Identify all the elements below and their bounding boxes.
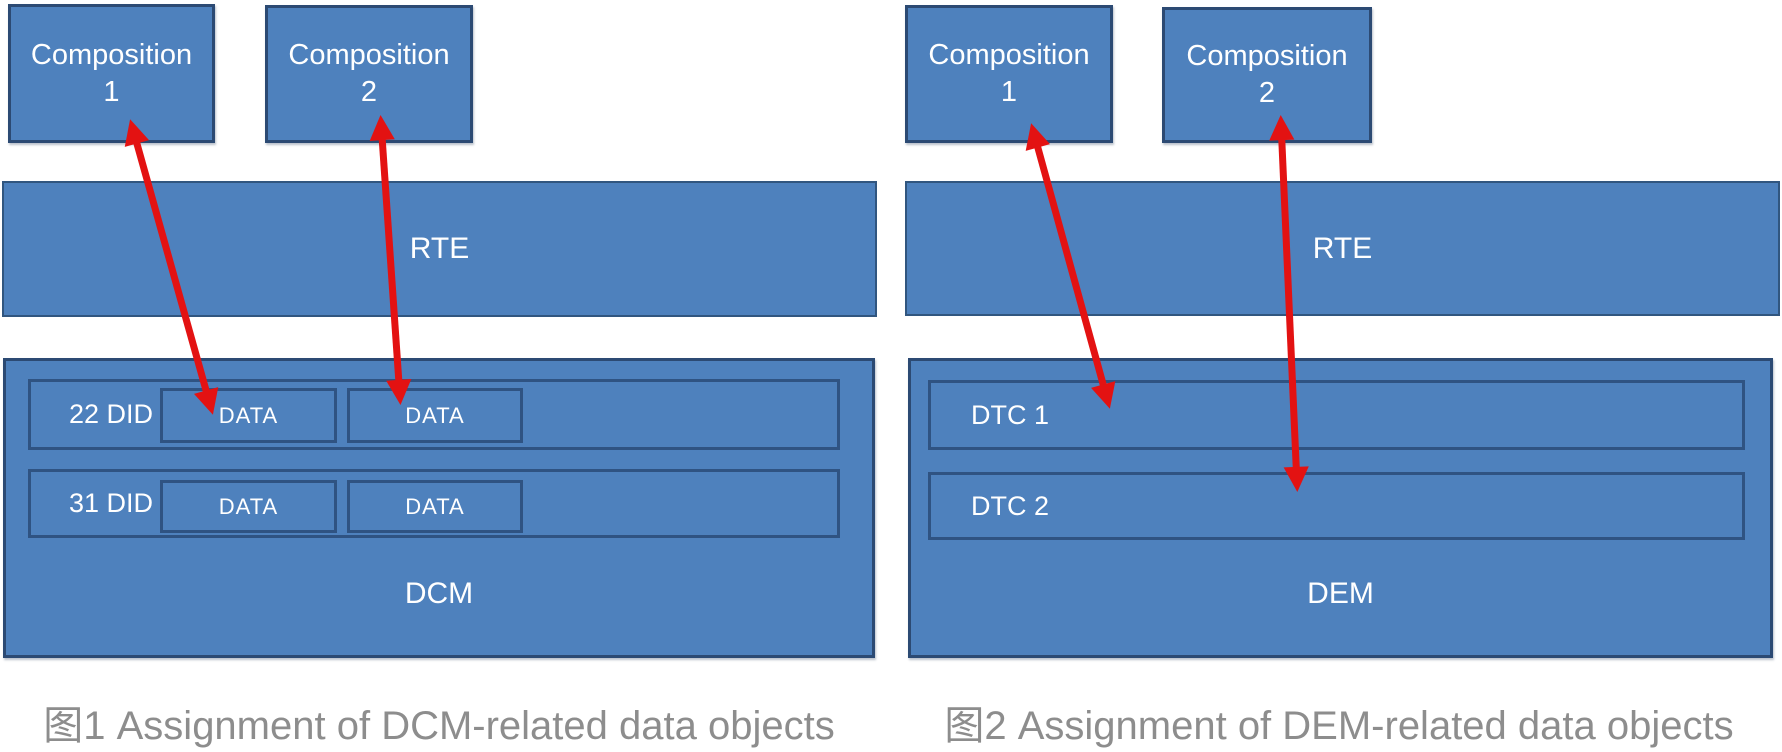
fig2-rte-box: RTE bbox=[905, 181, 1780, 316]
fig1-did-row-2: 31 DID DATA DATA bbox=[28, 469, 840, 538]
fig1-composition-2-label-line1: Composition bbox=[288, 39, 450, 71]
fig2-dem-box: DEM DTC 1 DTC 2 bbox=[908, 358, 1773, 658]
fig1-composition-1-label-line1: Composition bbox=[30, 38, 193, 71]
fig2-composition-2-label-line2: 2 bbox=[1258, 77, 1276, 109]
fig2-dtc-row-2-label: DTC 2 bbox=[971, 490, 1050, 521]
fig1-data-box-2b-label: DATA bbox=[405, 493, 465, 519]
fig1-dcm-box: DCM 22 DID DATA DATA 31 DID DATA DATA bbox=[3, 358, 875, 658]
fig2-rte-label: RTE bbox=[1312, 231, 1373, 265]
fig2-dtc-row-2: DTC 2 bbox=[928, 472, 1745, 540]
fig1-composition-2-box: Composition 2 bbox=[265, 5, 473, 143]
fig1-data-box-2b: DATA bbox=[347, 480, 523, 533]
fig2-composition-1-label-line1: Composition bbox=[928, 39, 1090, 71]
fig2-composition-1-label-line2: 1 bbox=[1000, 76, 1018, 108]
fig1-data-box-1b: DATA bbox=[347, 388, 523, 443]
fig1-did-row-1: 22 DID DATA DATA bbox=[28, 379, 840, 450]
fig1-caption: 图1 Assignment of DCM-related data object… bbox=[43, 704, 835, 748]
fig1-data-box-2a: DATA bbox=[160, 480, 337, 533]
fig1-composition-1-label-line2: 1 bbox=[103, 75, 120, 108]
fig2-caption: 图2 Assignment of DEM-related data object… bbox=[944, 704, 1734, 748]
fig2-composition-1-box: Composition 1 bbox=[905, 5, 1113, 143]
fig1-rte-label: RTE bbox=[409, 232, 470, 265]
fig1-composition-1-box: Composition 1 bbox=[8, 4, 215, 143]
fig1-data-box-1a: DATA bbox=[160, 388, 337, 443]
fig2-dem-label: DEM bbox=[1307, 577, 1374, 610]
fig1-data-box-1b-label: DATA bbox=[405, 402, 465, 428]
fig2-dtc-row-1: DTC 1 bbox=[928, 380, 1745, 450]
fig1-did-row-1-label: 22 DID bbox=[69, 399, 154, 429]
fig2-composition-2-box: Composition 2 bbox=[1162, 7, 1372, 143]
fig1-rte-box: RTE bbox=[2, 181, 877, 317]
fig2-dtc-row-1-label: DTC 1 bbox=[971, 399, 1050, 430]
fig1-data-box-1a-label: DATA bbox=[218, 402, 279, 428]
fig1-did-row-2-label: 31 DID bbox=[69, 488, 154, 518]
fig1-composition-2-label-line2: 2 bbox=[360, 76, 378, 108]
fig2-composition-2-label-line1: Composition bbox=[1186, 40, 1348, 72]
fig1-dcm-label: DCM bbox=[404, 577, 474, 610]
fig1-data-box-2a-label: DATA bbox=[218, 493, 279, 519]
